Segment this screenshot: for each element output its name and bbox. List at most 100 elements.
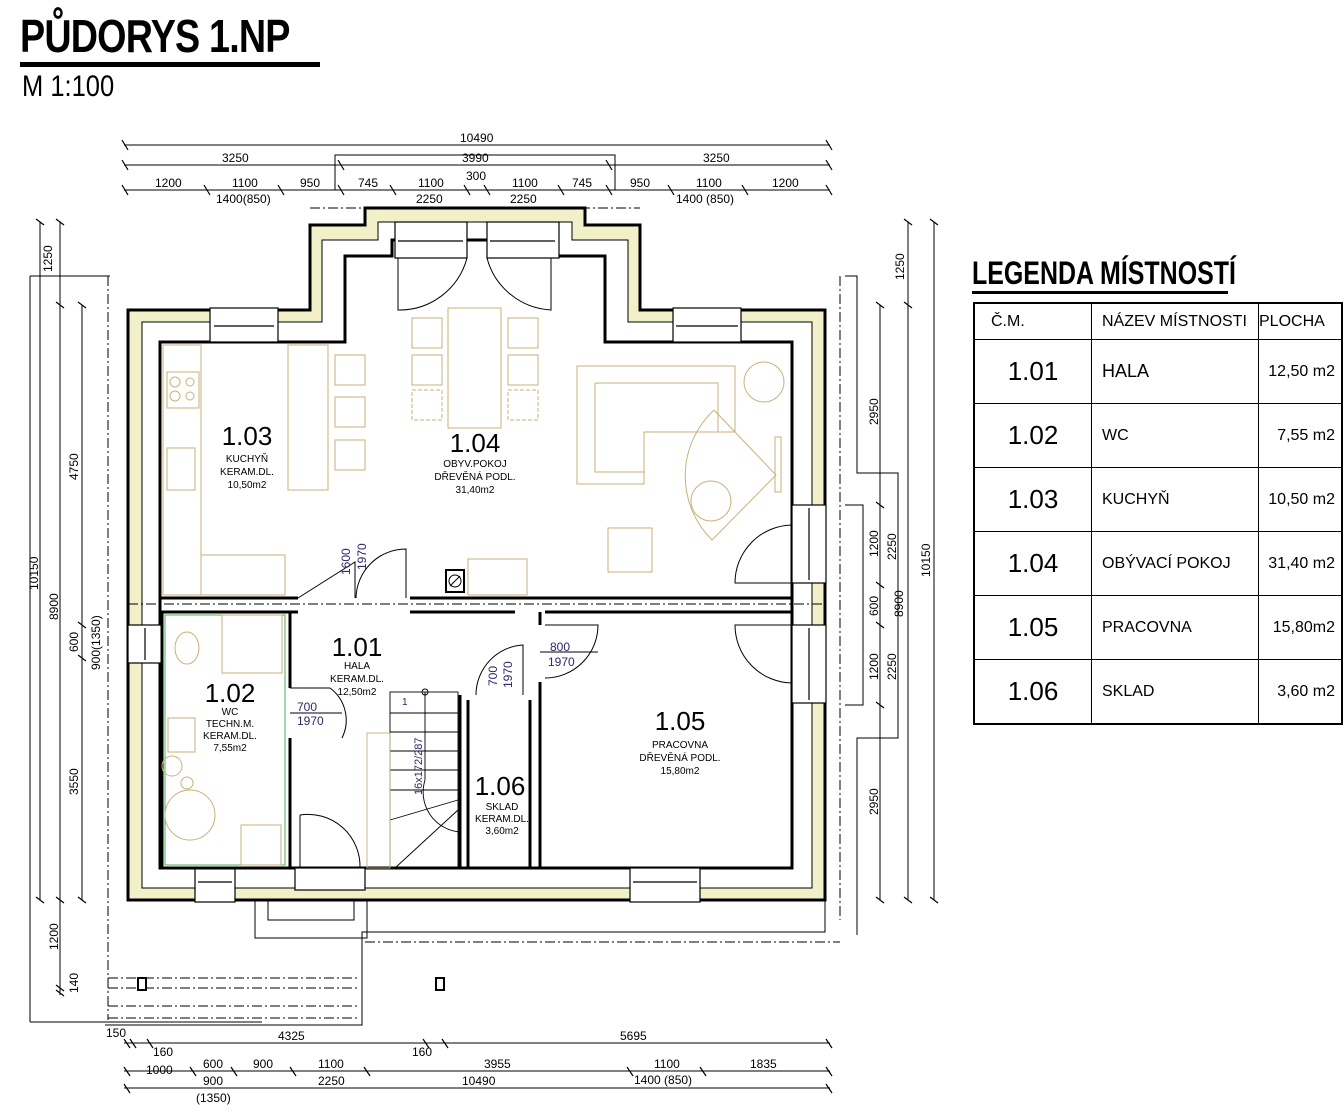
room-1-02-label2: TECHN.M.	[206, 719, 254, 730]
dim-bottom-seg: 4325	[278, 1029, 305, 1043]
legend-underline	[972, 291, 1228, 294]
legend-room-number: 1.02	[973, 403, 1092, 468]
dim-bottom-seg: 1100	[318, 1057, 344, 1071]
dim-top-seg: 1100	[232, 176, 258, 190]
legend-room-area: 15,80m2	[1258, 595, 1343, 660]
dim-bottom-sub: 160	[153, 1045, 173, 1059]
legend-room-number: 1.01	[973, 339, 1092, 404]
bottom-dimensions	[123, 1038, 833, 1094]
door-study-width: 800	[550, 640, 570, 654]
dim-top-seg: 950	[300, 176, 320, 190]
legend-room-number: 1.03	[973, 467, 1092, 532]
stairs-spec: 16x172/287	[413, 738, 425, 796]
room-1-03-floor: KERAM.DL.	[220, 467, 274, 478]
dim-top-seg: 950	[630, 176, 650, 190]
dim-bottom-total: 10490	[462, 1074, 496, 1088]
windows	[127, 221, 827, 903]
room-1-05-number: 1.05	[655, 706, 706, 736]
dim-top-sub: 2250	[510, 192, 537, 206]
dim-top-total: 10490	[460, 131, 494, 145]
dim-right-seg: 2950	[867, 398, 881, 425]
room-1-02-floor: KERAM.DL.	[203, 731, 257, 742]
legend-room-number: 1.06	[973, 659, 1092, 725]
dim-top-sub: 2250	[416, 192, 443, 206]
dim-right-seg: 1200	[867, 653, 881, 680]
door-kitchen-height: 1970	[355, 543, 369, 570]
door-storage-width: 700	[486, 666, 500, 686]
dim-left-bottom: 140	[67, 973, 81, 993]
dim-bottom-seg: 900	[253, 1057, 273, 1071]
furniture	[161, 307, 785, 866]
legend-header-number: Č.M.	[973, 302, 1092, 340]
room-labels: 1.01 HALA KERAM.DL. 12,50m2 1.02 WC TECH…	[203, 421, 721, 837]
legend-room-name: KUCHYŇ	[1091, 467, 1259, 532]
room-1-01-floor: KERAM.DL.	[330, 674, 384, 685]
dim-bottom-sub: 900	[203, 1074, 223, 1088]
dim-bottom-seg: 3955	[484, 1057, 511, 1071]
legend-room-name: WC	[1091, 403, 1259, 468]
dim-right-top: 1250	[893, 253, 907, 280]
dim-top-right: 3250	[703, 151, 730, 165]
legend-header-area: PLOCHA	[1258, 302, 1343, 340]
room-1-06-label: SKLAD	[486, 802, 519, 813]
dim-bottom-sub: 1400 (850)	[634, 1073, 692, 1087]
dim-bottom-sub: 2250	[318, 1074, 345, 1088]
dim-top-left: 3250	[222, 151, 249, 165]
dim-bottom-seg: 1000	[146, 1063, 173, 1077]
room-1-05-floor: DŘEVĚNÁ PODL.	[639, 751, 720, 764]
dim-right-seg: 2950	[867, 788, 881, 815]
dim-left-seg: 900(1350)	[89, 615, 103, 670]
dim-right-seg2: 2250	[885, 653, 899, 680]
left-dimensions	[29, 218, 262, 1023]
room-1-06-area: 3,60m2	[485, 826, 519, 837]
dim-left-mid: 8900	[47, 593, 61, 620]
legend-room-number: 1.05	[973, 595, 1092, 660]
legend-room-name: HALA	[1091, 339, 1259, 404]
dim-bottom-sub: (1350)	[196, 1091, 231, 1105]
dim-right-outer: 10150	[919, 543, 933, 577]
room-1-04-area: 31,40m2	[456, 485, 495, 496]
legend-room-area: 10,50 m2	[1258, 467, 1343, 532]
dim-top-middle: 3990	[462, 151, 489, 165]
dim-bottom-seg: 5695	[620, 1029, 647, 1043]
room-1-04-label: OBYV.POKOJ	[443, 459, 507, 470]
dim-top-seg: 1200	[772, 176, 799, 190]
dim-bottom-seg: 150	[106, 1026, 126, 1040]
legend-row: 1.03 KUCHYŇ 10,50 m2	[973, 467, 1343, 532]
dim-right-seg: 600	[867, 596, 881, 616]
dim-top-sub: 1400 (850)	[676, 192, 734, 206]
dim-right-mid: 8900	[892, 590, 906, 617]
dim-bottom-sub: 160	[412, 1045, 432, 1059]
dim-bottom-seg: 600	[203, 1057, 223, 1071]
dim-top-seg: 1100	[696, 176, 722, 190]
room-1-01-area: 12,50m2	[338, 687, 377, 698]
door-study-height: 1970	[548, 655, 575, 669]
legend-room-name: OBÝVACÍ POKOJ	[1091, 531, 1259, 596]
door-wc-height: 1970	[297, 714, 324, 728]
dim-left-seg: 4750	[67, 453, 81, 480]
room-1-02-area: 7,55m2	[213, 743, 247, 754]
legend-room-number: 1.04	[973, 531, 1092, 596]
room-1-02-label: WC	[222, 707, 239, 718]
room-1-05-area: 15,80m2	[661, 766, 700, 777]
plan-scale: M 1:100	[22, 70, 115, 103]
dim-bottom-seg: 1835	[750, 1057, 777, 1071]
top-dimensions	[121, 139, 833, 196]
legend-row: 1.02 WC 7,55 m2	[973, 403, 1343, 468]
staircase	[366, 688, 461, 869]
stairs-step-one: 1	[402, 697, 408, 708]
dim-bottom-seg: 1100	[654, 1057, 680, 1071]
room-1-01-label: HALA	[344, 661, 370, 672]
title-underline	[20, 62, 320, 67]
legend-room-area: 12,50 m2	[1258, 339, 1343, 404]
legend-room-area: 31,40 m2	[1258, 531, 1343, 596]
legend-header-row: Č.M. NÁZEV MÍSTNOSTI PLOCHA	[973, 302, 1343, 340]
legend-header-name: NÁZEV MÍSTNOSTI	[1091, 302, 1259, 340]
legend-room-name: SKLAD	[1091, 659, 1259, 725]
legend-title: LEGENDA MÍSTNOSTÍ	[972, 255, 1236, 291]
dim-top-seg: 1200	[155, 176, 182, 190]
door-kitchen-width: 1600	[339, 548, 353, 575]
dim-left-seg: 600	[67, 632, 81, 652]
room-1-04-floor: DŘEVĚNÁ PODL.	[434, 470, 515, 483]
legend-row: 1.01 HALA 12,50 m2	[973, 339, 1343, 404]
